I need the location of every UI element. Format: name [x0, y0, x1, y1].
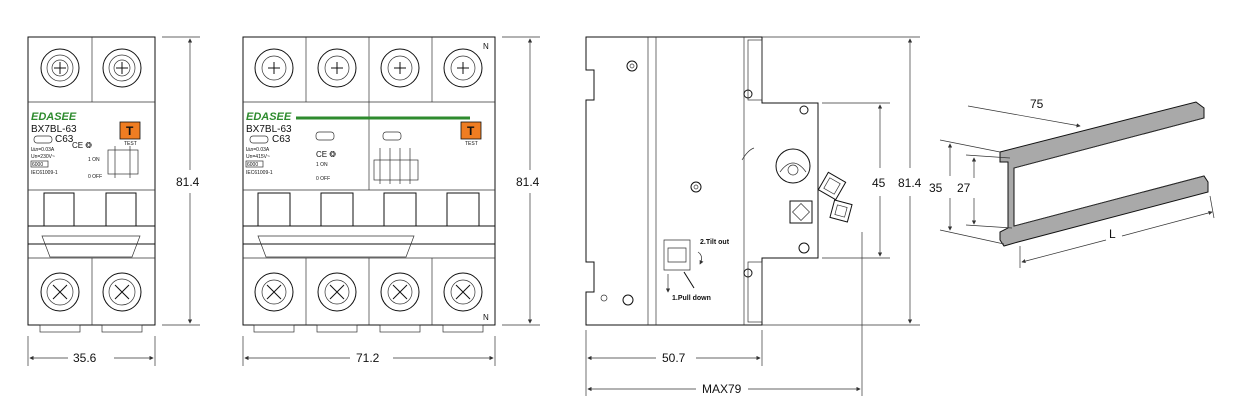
breaker-4p-on-label: 1 ON [316, 162, 328, 168]
breaker-4p-top-terminals [254, 48, 483, 88]
din-rail-inner-height-dimension: 27 [957, 154, 1013, 229]
breaker-2p-voltage: Un=230V~ [31, 154, 55, 160]
breaker-2p-toggle-levers[interactable] [43, 192, 137, 227]
din-rail-length-top-dimension: 75 [967, 97, 1081, 128]
breaker-2p-off-label: 0 OFF [88, 174, 102, 180]
side-view-total-height-dimension: 81.4 [762, 36, 922, 326]
breaker-2p-standard: IEC61009-1 [31, 170, 58, 176]
breaker-2p-bottom-terminal-1 [40, 272, 80, 312]
breaker-4p-front-view: N EDASEE BX7BL-63 C63 I∆n=0.03A Un=415V~… [242, 36, 496, 333]
breaker-4p-test-label: TEST [465, 141, 478, 147]
din-rail-body [999, 101, 1209, 247]
breaker-4p-neutral-top: N [483, 42, 489, 51]
breaker-2p-front-view: EDASEE BX7BL-63 C63 I∆n=0.03A Un=230V~ 6… [27, 36, 156, 333]
breaker-4p-toggle-levers[interactable] [257, 192, 480, 227]
breaker-4p-height-label: 81.4 [516, 175, 540, 189]
breaker-2p-capacity-box [30, 160, 49, 168]
breaker-4p-indicator-window-3 [382, 131, 402, 141]
side-view-terminal-screw-upper [775, 148, 811, 184]
breaker-2p-capacity: 6000 [32, 162, 43, 168]
breaker-4p-width-dimension: 71.2 [242, 336, 496, 366]
breaker-2p-width-label: 35.6 [73, 351, 97, 365]
breaker-2p-bottom-terminal-2 [102, 272, 142, 312]
breaker-2p-height-dimension: 81.4 [162, 36, 200, 326]
breaker-2p-rating: C63 [55, 134, 74, 145]
breaker-2p-top-terminal-2 [102, 48, 142, 88]
breaker-2p-circuit-symbol [107, 146, 139, 178]
din-rail-length-label: L [1109, 227, 1116, 241]
side-view-square-slot [789, 200, 813, 224]
breaker-4p-ce-mark: CE ❂ [316, 150, 336, 159]
breaker-2p-test-letter: T [126, 124, 134, 138]
breaker-4p-circuit-symbol [373, 148, 419, 184]
side-view-front-height-label: 45 [872, 176, 886, 190]
side-view-rotated-screw-2 [829, 199, 853, 223]
breaker-2p-idn: I∆n=0.03A [31, 147, 55, 153]
breaker-2p-top-terminal-1 [40, 48, 80, 88]
side-view-rotated-screw-1 [817, 171, 847, 201]
breaker-4p-test-button[interactable] [460, 121, 482, 140]
din-rail-inner-height-label: 27 [957, 181, 971, 195]
din-rail-outer-height-dimension: 35 [929, 139, 1005, 245]
side-view: 2.Tilt out 1.Pull down [585, 36, 853, 326]
install-step-2: 2.Tilt out [700, 239, 730, 246]
breaker-4p-bottom-terminals [254, 272, 483, 312]
side-view-front-height-dimension: 45 [822, 102, 890, 259]
breaker-4p-off-label: 0 OFF [316, 176, 330, 182]
side-view-total-height-label: 81.4 [898, 176, 922, 190]
breaker-4p-indicator-window-1 [249, 135, 269, 144]
din-rail [999, 101, 1209, 247]
breaker-4p-rating: C63 [272, 134, 291, 145]
din-rail-outer-height-label: 35 [929, 181, 943, 195]
side-view-depth-label: 50.7 [662, 351, 686, 365]
breaker-2p-handle-bar [41, 235, 141, 258]
breaker-4p-capacity-box [245, 160, 264, 168]
breaker-4p-width-label: 71.2 [356, 351, 380, 365]
breaker-4p-idn: I∆n=0.03A [246, 147, 270, 153]
breaker-4p-test-letter: T [467, 124, 475, 138]
side-view-depth-dimension: 50.7 [585, 330, 763, 396]
side-view-outline [585, 36, 819, 326]
breaker-4p-voltage: Un=415V~ [246, 154, 270, 160]
din-rail-length-top-label: 75 [1030, 97, 1044, 111]
breaker-4p-capacity: 6000 [247, 162, 258, 168]
breaker-2p-brand: EDASEE [31, 111, 77, 123]
breaker-2p-on-label: 1 ON [88, 157, 100, 163]
breaker-2p-model: BX7BL-63 [31, 124, 77, 135]
breaker-4p-brand: EDASEE [246, 111, 292, 123]
breaker-4p-neutral-bottom: N [483, 313, 489, 322]
breaker-2p-test-button[interactable] [119, 121, 141, 140]
side-view-max-depth-dimension: MAX79 [587, 232, 863, 396]
breaker-2p-test-label: TEST [124, 141, 137, 147]
breaker-2p-outline [27, 36, 156, 326]
breaker-2p-ce-mark: CE ❂ [72, 141, 92, 150]
install-step-1: 1.Pull down [672, 295, 711, 302]
breaker-4p-indicator-window-2 [315, 131, 335, 141]
breaker-4p-handle-bar [257, 235, 415, 258]
din-rail-length-dimension: L [1019, 195, 1215, 268]
breaker-2p-height-label: 81.4 [176, 175, 200, 189]
breaker-4p-model: BX7BL-63 [246, 124, 292, 135]
side-view-max-depth-label: MAX79 [702, 382, 742, 396]
side-view-installation-diagram: 2.Tilt out 1.Pull down [663, 239, 730, 302]
breaker-4p-height-dimension: 81.4 [502, 36, 540, 326]
breaker-2p-indicator-window [33, 135, 53, 144]
breaker-2p-width-dimension: 35.6 [27, 336, 156, 366]
breaker-4p-standard: IEC61009-1 [246, 170, 273, 176]
